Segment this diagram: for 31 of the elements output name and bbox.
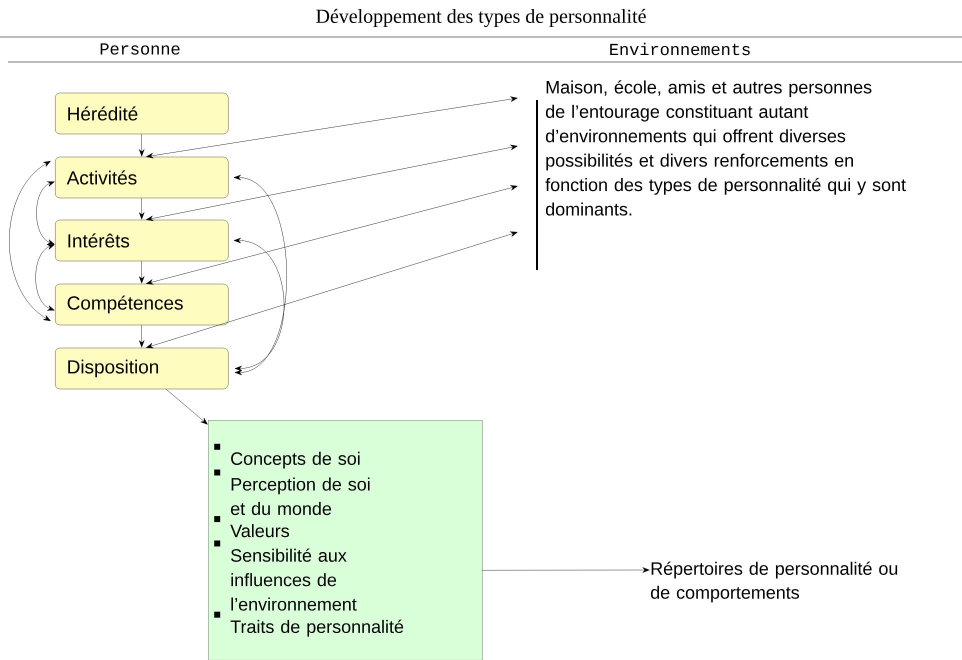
bullet-item: Sensibilité aux influences de l’environnement — [214, 540, 357, 611]
arrow — [234, 174, 287, 376]
bullet-item: Concepts de soi — [214, 444, 360, 468]
description-text: Maison, école, amis et autres personnes de l’entourage constituant autant d’environnements qui offrent diverses possibilités et divers renforcements en fonction des types de personnalité qui y sont dominants. — [545, 80, 906, 216]
arrow — [234, 238, 284, 372]
outcome-text: Répertoires de personnalité ou de comportements — [650, 562, 898, 602]
process-box: Intérêts — [55, 220, 228, 262]
process-box: Activités — [55, 156, 228, 198]
arrow — [146, 144, 518, 222]
arrow — [482, 567, 650, 573]
arrow — [166, 389, 208, 425]
column-heading: Environnements — [610, 42, 750, 56]
bullet-item: Perception de soi et du monde — [214, 470, 370, 516]
title: Développement des types de personnalité — [316, 8, 646, 28]
process-box: Compétences — [55, 284, 228, 326]
arrow — [138, 325, 144, 348]
arrow — [146, 185, 518, 285]
bullet-item: Traits de personnalité — [214, 612, 404, 637]
column-heading: Personne — [100, 43, 180, 55]
arrow — [9, 160, 51, 322]
arrow — [138, 134, 144, 156]
process-box: Hérédité — [55, 92, 228, 134]
arrow — [35, 244, 55, 311]
bullet-item: Valeurs — [214, 516, 290, 538]
arrow — [138, 198, 144, 220]
list-box — [208, 420, 482, 660]
arrow — [138, 261, 144, 284]
arrow — [146, 96, 518, 158]
arrow — [36, 181, 55, 245]
process-box: Disposition — [55, 348, 228, 390]
arrow — [146, 232, 518, 348]
